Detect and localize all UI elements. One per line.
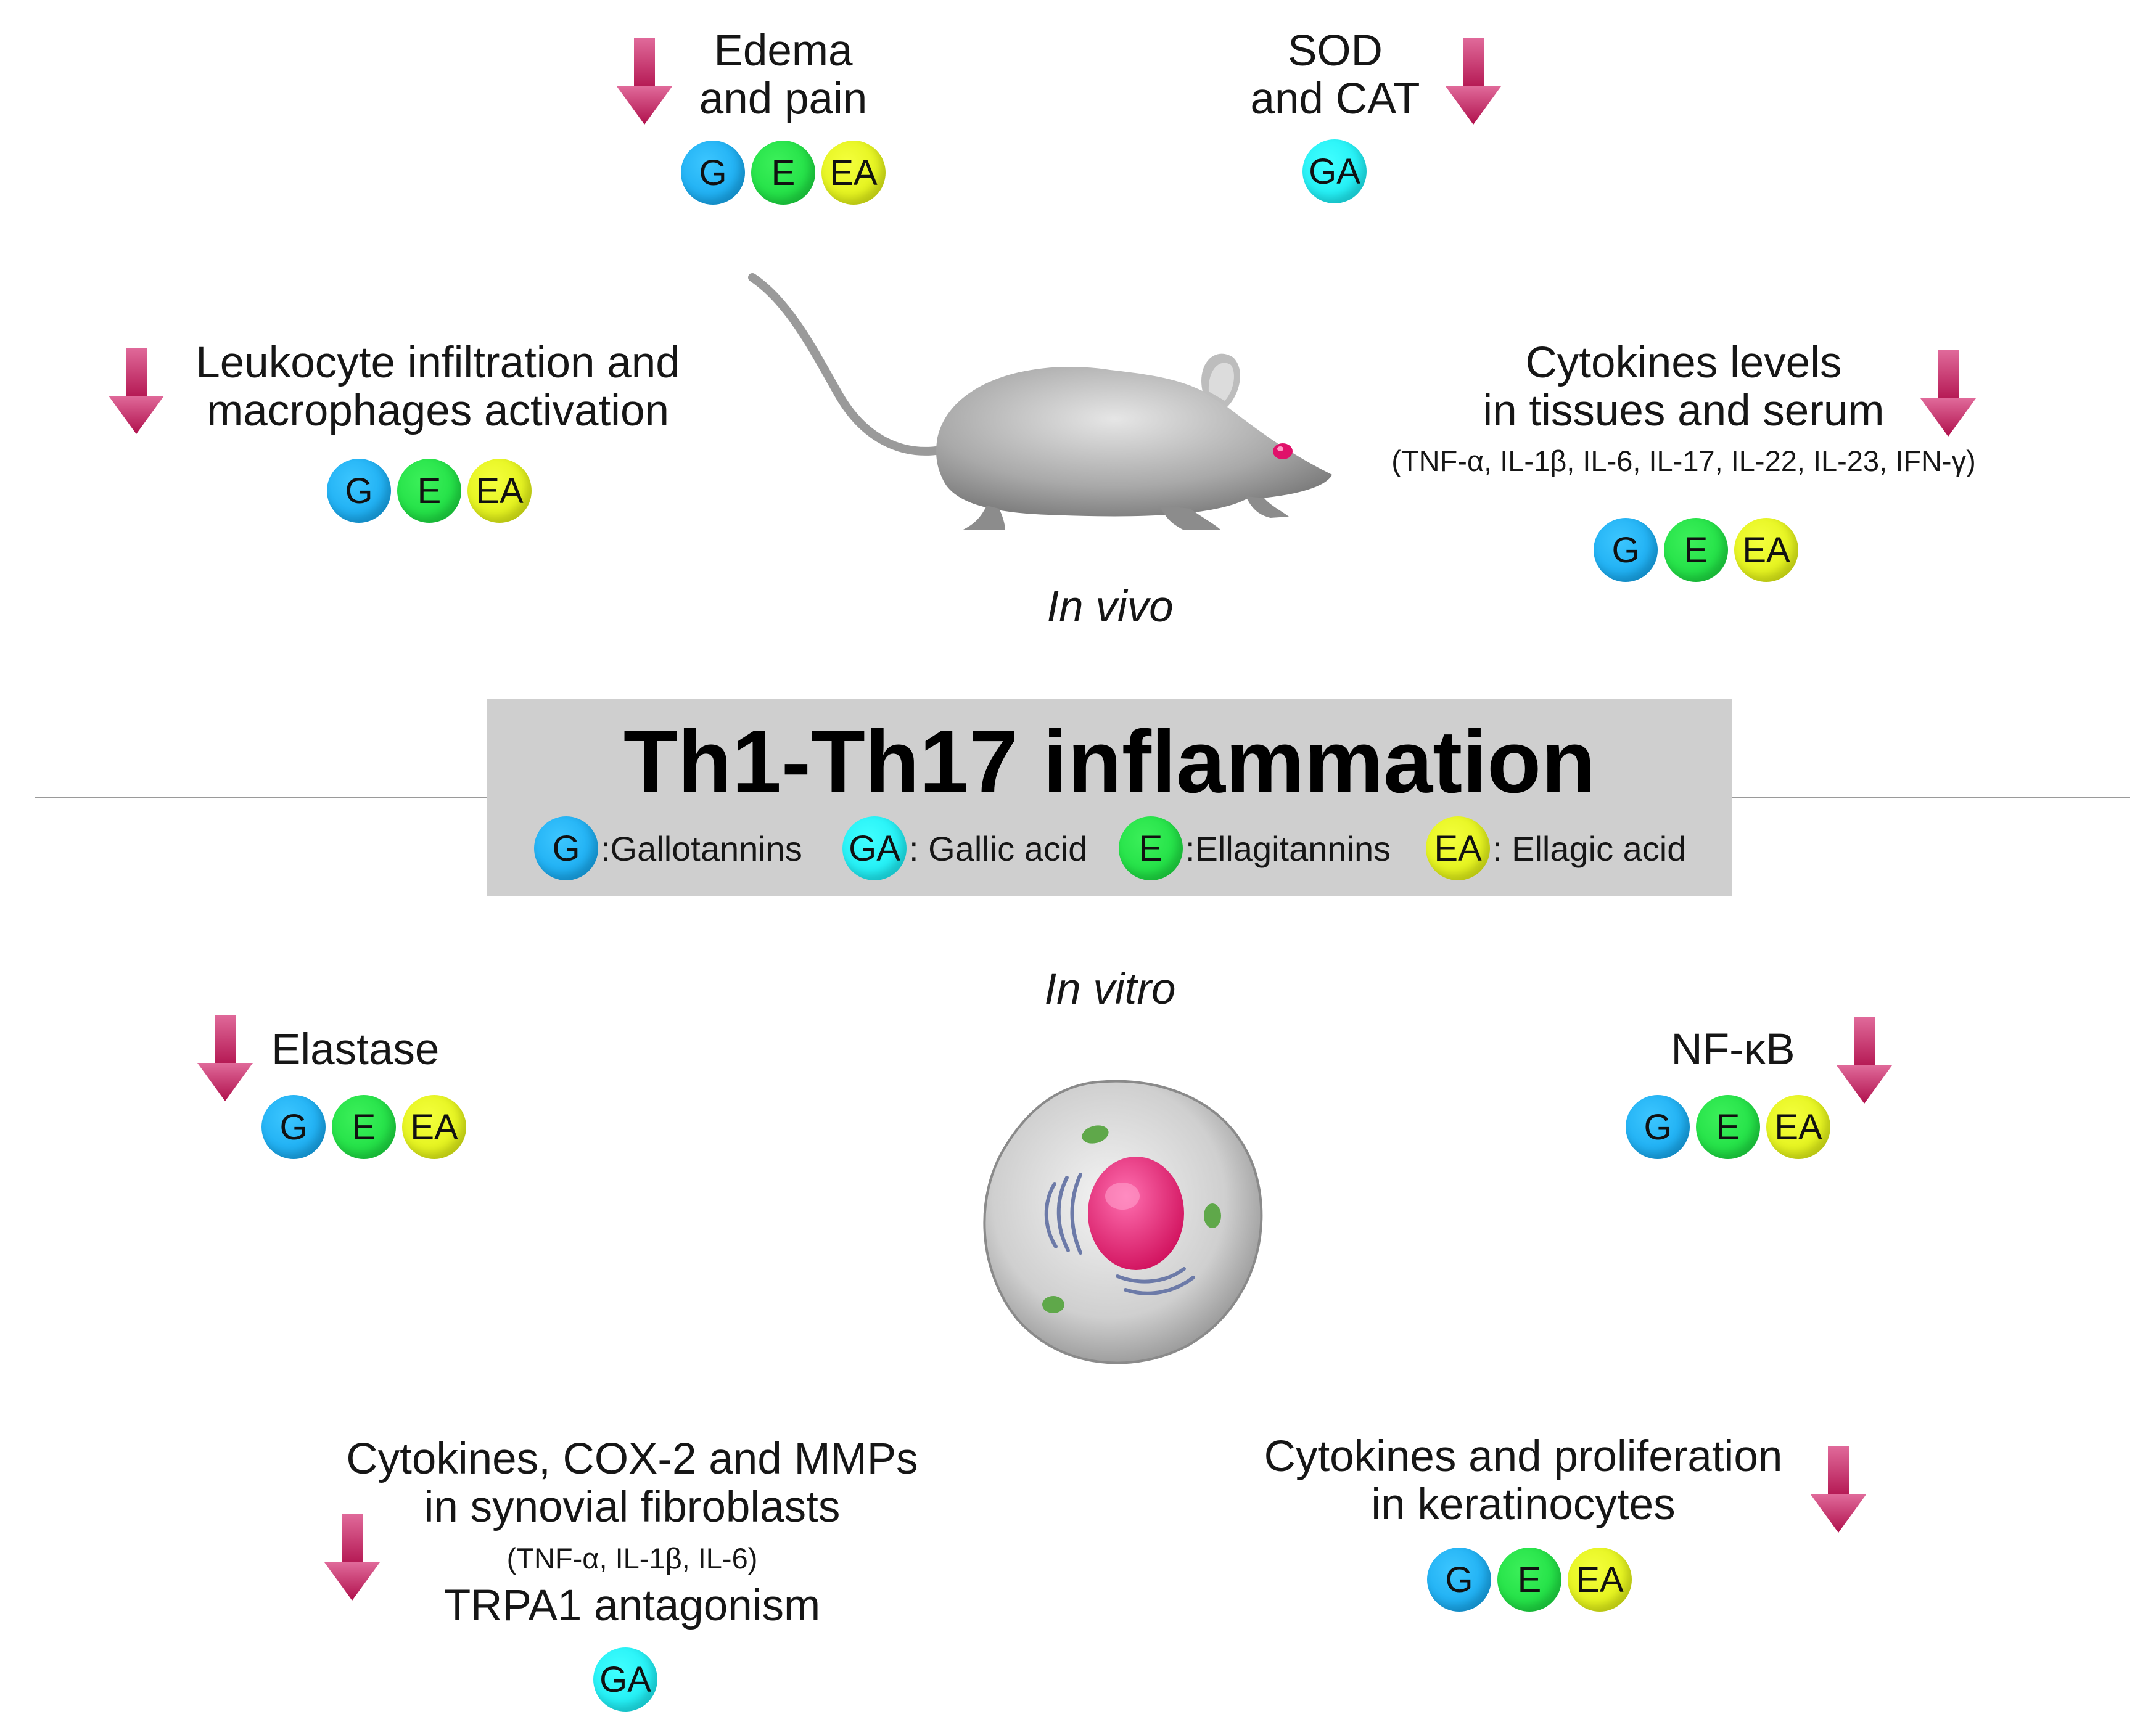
ellagitannins-badge: E: [332, 1095, 396, 1159]
decrease-arrow-icon: [197, 1015, 253, 1101]
decrease-arrow-icon: [1811, 1446, 1866, 1533]
decrease-arrow-icon: [1446, 38, 1501, 125]
ellagitannins-badge: E: [1664, 518, 1728, 582]
ellagitannins-badge: E: [397, 459, 461, 523]
legend-gallotannins: G :Gallotannins: [534, 816, 802, 880]
decrease-arrow-icon: [1837, 1017, 1892, 1104]
cell-icon: [983, 1080, 1263, 1364]
decrease-arrow-icon: [324, 1514, 380, 1601]
ellagitannins-badge: E: [1497, 1548, 1561, 1612]
ellagitannins-badge: E: [1696, 1095, 1760, 1159]
ellagic-acid-badge: EA: [1568, 1548, 1632, 1612]
in-vivo-label: In vivo: [1047, 583, 1174, 631]
in-vitro-label: In vitro: [1044, 965, 1176, 1014]
gallic-acid-badge: GA: [593, 1647, 657, 1712]
legend-ellagic-acid: EA : Ellagic acid: [1426, 816, 1686, 880]
cytokines-detail: (TNF-α, IL-1β, IL-6, IL-17, IL-22, IL-23…: [1391, 445, 1976, 477]
legend-text: :Gallotannins: [601, 829, 802, 868]
page-title: Th1-Th17 inflammation: [623, 712, 1596, 811]
gallotannins-badge: G: [534, 816, 598, 880]
ellagic-acid-badge: EA: [1734, 518, 1798, 582]
gallotannins-badge: G: [681, 141, 745, 205]
decrease-arrow-icon: [617, 38, 672, 125]
mouse-icon: [748, 273, 1332, 530]
trpa1-label: TRPA1 antagonism: [443, 1581, 821, 1630]
gallic-acid-badge: GA: [1302, 139, 1367, 203]
gallotannins-badge: G: [1427, 1548, 1491, 1612]
gallotannins-badge: G: [1594, 518, 1658, 582]
nfkb-label: NF-κB: [1671, 1025, 1795, 1074]
divider-left: [35, 797, 488, 798]
gallotannins-badge: G: [261, 1095, 326, 1159]
gallotannins-badge: G: [327, 459, 391, 523]
ellagic-acid-badge: EA: [821, 141, 886, 205]
decrease-arrow-icon: [109, 348, 164, 434]
legend-text: : Gallic acid: [909, 829, 1088, 868]
decrease-arrow-icon: [1920, 350, 1976, 437]
legend-text: : Ellagic acid: [1492, 829, 1687, 868]
synovial-detail: (TNF-α, IL-1β, IL-6): [506, 1542, 758, 1575]
gallic-acid-badge: GA: [842, 816, 907, 880]
ellagic-acid-badge: EA: [1766, 1095, 1830, 1159]
center-panel: Th1-Th17 inflammation G :Gallotannins GA…: [487, 699, 1732, 896]
legend-text: :Ellagitannins: [1185, 829, 1391, 868]
ellagic-acid-badge: EA: [402, 1095, 466, 1159]
elastase-label: Elastase: [271, 1025, 440, 1074]
ellagic-acid-badge: EA: [1426, 816, 1490, 880]
ellagic-acid-badge: EA: [467, 459, 532, 523]
divider-right: [1730, 797, 2130, 798]
legend-ellagitannins: E :Ellagitannins: [1119, 816, 1391, 880]
gallotannins-badge: G: [1626, 1095, 1690, 1159]
ellagitannins-badge: E: [1119, 816, 1183, 880]
legend-gallic-acid: GA : Gallic acid: [842, 816, 1087, 880]
ellagitannins-badge: E: [751, 141, 815, 205]
